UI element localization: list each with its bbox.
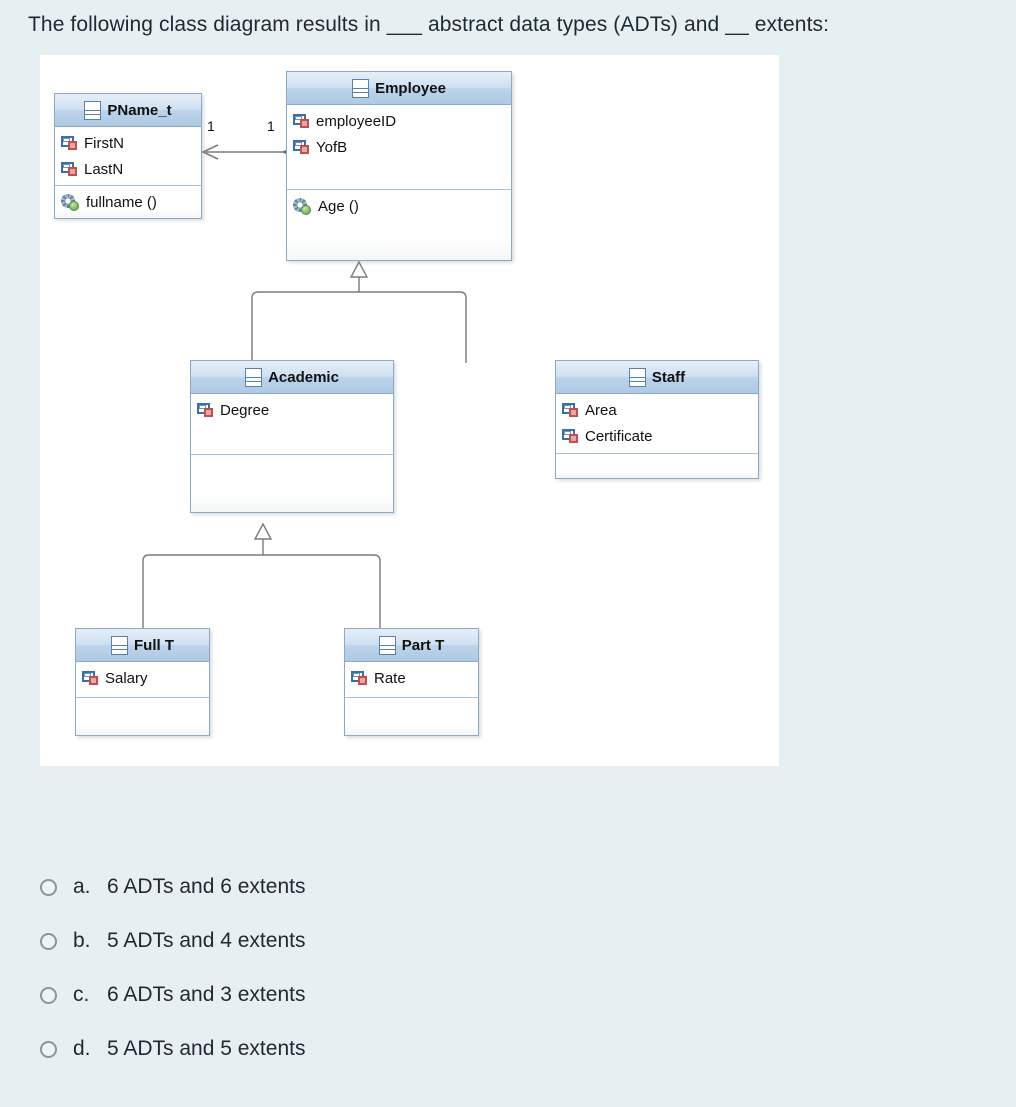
class-header: Employee — [287, 72, 511, 105]
attribute-row: Rate — [351, 665, 478, 691]
class-operations-section — [345, 698, 478, 735]
class-operations-section: Age () — [287, 190, 511, 260]
attribute-row: employeeID — [293, 108, 511, 134]
class-box-academic[interactable]: Academic Degree — [190, 360, 394, 513]
class-name: Employee — [375, 79, 446, 97]
class-box-staff[interactable]: Staff Area Certificate — [555, 360, 759, 479]
attribute-icon — [82, 670, 99, 686]
answer-text-a: 6 ADTs and 6 extents — [107, 875, 306, 898]
class-box-part-t[interactable]: Part T Rate — [344, 628, 479, 736]
answer-letter-b: b. — [73, 929, 91, 952]
attribute-icon — [61, 161, 78, 177]
class-icon — [628, 367, 646, 387]
class-icon — [352, 78, 370, 98]
class-header: Part T — [345, 629, 478, 662]
class-attributes-section: Rate — [345, 662, 478, 698]
class-box-employee[interactable]: Employee employeeID YofB Age () — [286, 71, 512, 261]
attribute-row: Certificate — [562, 423, 758, 449]
attribute-row: YofB — [293, 134, 511, 160]
class-operations-section — [191, 455, 393, 512]
operation-label: fullname () — [86, 193, 157, 211]
attribute-label: Rate — [374, 669, 406, 687]
answer-text-d: 5 ADTs and 5 extents — [107, 1037, 306, 1060]
class-header: Academic — [191, 361, 393, 394]
multiplicity-label-target: 1 — [207, 118, 215, 134]
question-heading: The following class diagram results in _… — [28, 13, 830, 36]
attribute-icon — [293, 113, 310, 129]
operation-row: fullname () — [61, 189, 201, 215]
answer-option-b[interactable]: b. 5 ADTs and 4 extents — [40, 914, 640, 968]
class-header: Staff — [556, 361, 758, 394]
answer-letter-a: a. — [73, 875, 91, 898]
class-name: Full T — [134, 636, 174, 654]
attribute-icon — [61, 135, 78, 151]
attribute-label: employeeID — [316, 112, 397, 130]
answer-text-c: 6 ADTs and 3 extents — [107, 983, 306, 1006]
attribute-row: Area — [562, 397, 758, 423]
attribute-icon — [562, 402, 579, 418]
attribute-row: Salary — [82, 665, 209, 691]
answer-option-d[interactable]: d. 5 ADTs and 5 extents — [40, 1022, 640, 1076]
operation-icon — [293, 197, 312, 215]
radio-button-c[interactable] — [40, 986, 57, 1004]
attribute-icon — [293, 139, 310, 155]
class-name: Academic — [268, 368, 339, 386]
answer-letter-c: c. — [73, 983, 90, 1006]
attribute-label: Degree — [220, 401, 270, 419]
answer-text-b: 5 ADTs and 4 extents — [107, 929, 306, 952]
answer-option-c[interactable]: c. 6 ADTs and 3 extents — [40, 968, 640, 1022]
class-name: Staff — [651, 368, 686, 386]
attribute-icon — [197, 402, 214, 418]
class-attributes-section: Degree — [191, 394, 393, 455]
radio-button-a[interactable] — [40, 878, 57, 896]
attribute-label: Salary — [105, 669, 148, 687]
class-icon — [111, 635, 128, 655]
attribute-label: Certificate — [585, 427, 653, 445]
class-name: PName_t — [107, 101, 172, 119]
class-attributes-section: employeeID YofB — [287, 105, 511, 190]
radio-button-b[interactable] — [40, 932, 57, 950]
class-name: Part T — [401, 636, 445, 654]
attribute-row: Degree — [197, 397, 393, 423]
operation-row: Age () — [293, 193, 511, 219]
answer-letter-d: d. — [73, 1037, 91, 1060]
class-attributes-section: Area Certificate — [556, 394, 758, 454]
multiplicity-label-source: 1 — [267, 118, 275, 134]
operation-icon — [61, 193, 80, 211]
class-icon — [84, 100, 102, 120]
operation-label: Age () — [318, 197, 359, 215]
attribute-label: FirstN — [84, 134, 124, 152]
class-diagram-panel: 1 1 PName_t FirstN LastN — [40, 55, 779, 766]
answer-option-a[interactable]: a. 6 ADTs and 6 extents — [40, 860, 640, 914]
answer-options-list: a. 6 ADTs and 6 extents b. 5 ADTs and 4 … — [40, 860, 640, 1076]
class-box-full-t[interactable]: Full T Salary — [75, 628, 210, 736]
attribute-label: YofB — [316, 138, 348, 156]
class-icon — [378, 635, 396, 655]
attribute-row: FirstN — [61, 130, 201, 156]
attribute-icon — [562, 428, 579, 444]
class-box-pname-t[interactable]: PName_t FirstN LastN fullname () — [54, 93, 202, 219]
class-attributes-section: Salary — [76, 662, 209, 698]
class-operations-section — [76, 698, 209, 735]
class-header: Full T — [76, 629, 209, 662]
class-operations-section — [556, 454, 758, 478]
attribute-row: LastN — [61, 156, 201, 182]
radio-button-d[interactable] — [40, 1040, 57, 1058]
class-operations-section: fullname () — [55, 186, 201, 218]
attribute-label: LastN — [84, 160, 124, 178]
class-icon — [245, 367, 263, 387]
class-attributes-section: FirstN LastN — [55, 127, 201, 186]
class-header: PName_t — [55, 94, 201, 127]
attribute-label: Area — [585, 401, 617, 419]
attribute-icon — [351, 670, 368, 686]
